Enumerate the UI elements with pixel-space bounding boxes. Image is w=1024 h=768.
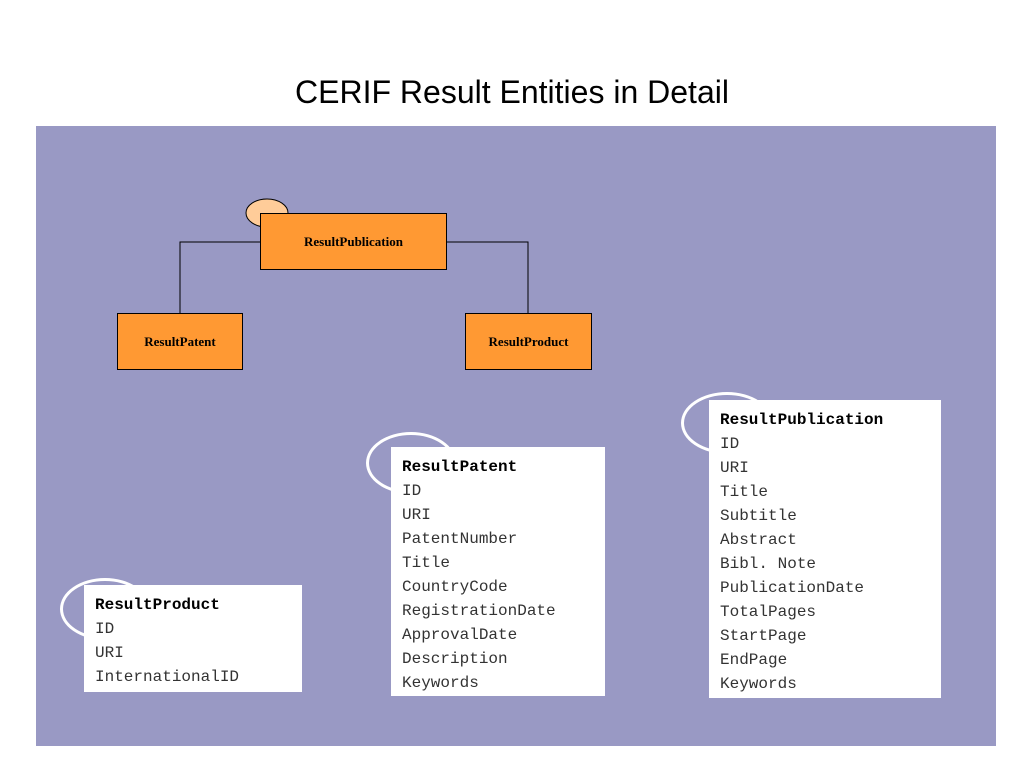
entity-resultpatent: ResultPatent — [117, 313, 243, 370]
attribute-item: EndPage — [720, 651, 788, 669]
attribute-item: Keywords — [402, 674, 479, 692]
entity-resultpublication: ResultPublication — [260, 213, 447, 270]
connector-to-resultproduct — [446, 241, 529, 314]
attribute-item: TotalPages — [720, 603, 817, 621]
entity-resultproduct-label: ResultProduct — [488, 333, 569, 349]
slide-title: CERIF Result Entities in Detail — [295, 74, 729, 110]
attribute-item: RegistrationDate — [402, 602, 556, 620]
attribute-item: ID — [95, 620, 115, 638]
attribute-item: URI — [720, 459, 749, 477]
attribute-item: Subtitle — [720, 507, 797, 525]
attribute-item: Description — [402, 650, 508, 668]
attribute-item: URI — [95, 644, 124, 662]
card-resultpatent: ResultPatent ID URI PatentNumber Title C… — [391, 447, 605, 696]
entity-resultpublication-label: ResultPublication — [304, 233, 403, 249]
attribute-item: ApprovalDate — [402, 626, 518, 644]
card-resultpublication: ResultPublication ID URI Title Subtitle … — [709, 400, 941, 698]
attribute-item: ID — [720, 435, 740, 453]
attribute-item: Bibl. Note — [720, 555, 817, 573]
card-resultproduct-title: ResultProduct — [95, 596, 220, 614]
attribute-item: Title — [720, 483, 769, 501]
card-resultpublication-title: ResultPublication — [720, 411, 884, 429]
entity-resultpatent-label: ResultPatent — [144, 333, 216, 349]
attribute-item: Keywords — [720, 675, 797, 693]
card-resultproduct: ResultProduct ID URI InternationalID — [84, 585, 302, 692]
attribute-item: CountryCode — [402, 578, 508, 596]
attribute-item: PatentNumber — [402, 530, 518, 548]
attribute-item: StartPage — [720, 627, 807, 645]
card-resultpatent-title: ResultPatent — [402, 458, 518, 476]
attribute-item: PublicationDate — [720, 579, 865, 597]
attribute-item: ID — [402, 482, 422, 500]
entity-resultproduct: ResultProduct — [465, 313, 592, 370]
attribute-item: InternationalID — [95, 668, 240, 686]
attribute-item: URI — [402, 506, 431, 524]
connector-to-resultpatent — [179, 241, 262, 314]
attribute-item: Title — [402, 554, 451, 572]
attribute-item: Abstract — [720, 531, 797, 549]
